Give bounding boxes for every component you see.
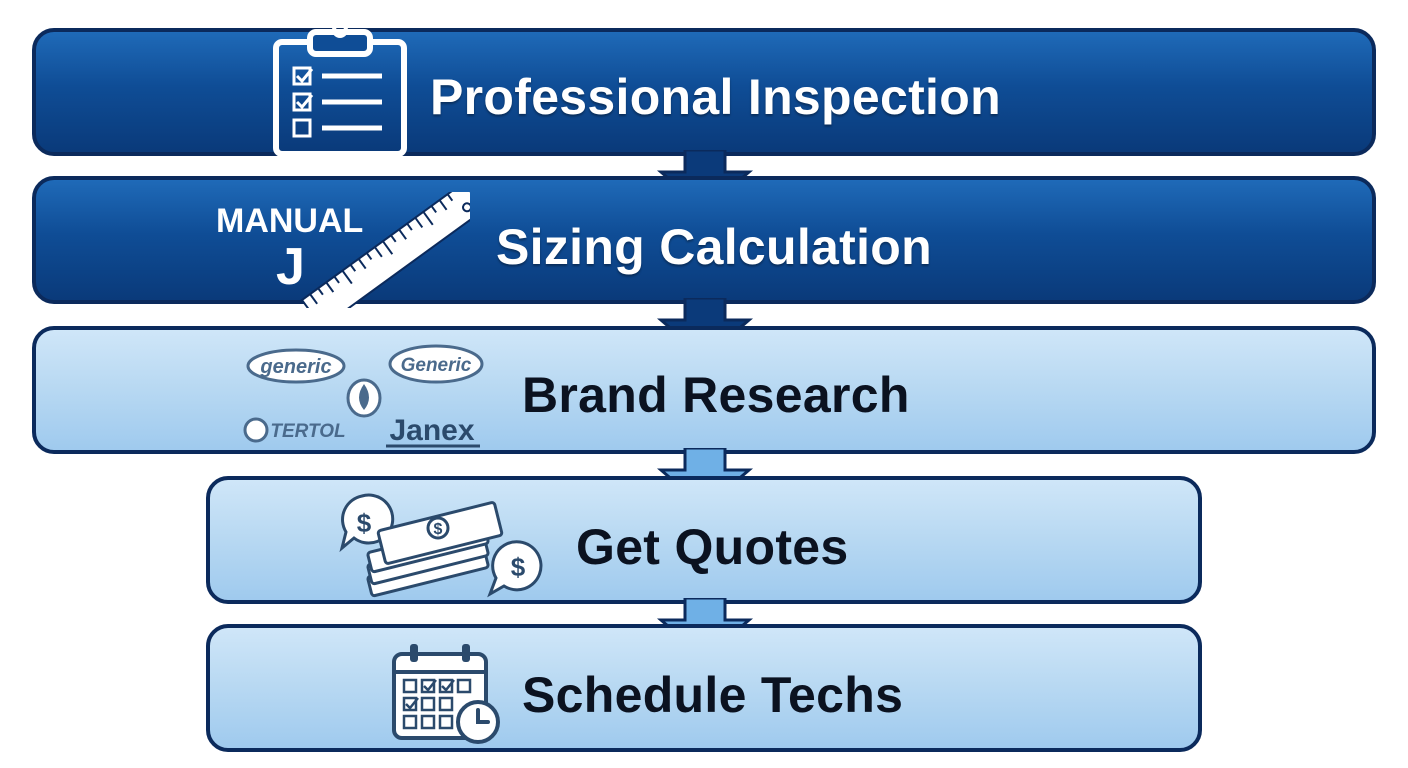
brand-logos-icon: generic Generic TERTOL Janex xyxy=(236,340,496,455)
clipboard-checklist-icon xyxy=(270,22,410,161)
money-quotes-icon: $ $ $ xyxy=(334,488,554,609)
step-professional-inspection: Professional Inspection xyxy=(32,22,1376,157)
step-label: Schedule Techs xyxy=(522,667,904,723)
svg-text:$: $ xyxy=(434,521,443,538)
step-label: Sizing Calculation xyxy=(496,219,932,275)
brand-generic: generic xyxy=(259,356,331,378)
manual-j-ruler-icon: MANUAL J xyxy=(210,181,486,329)
svg-text:$: $ xyxy=(511,552,526,582)
step-get-quotes: $ $ $ Get Quotes xyxy=(206,476,1202,604)
brand-janex: Janex xyxy=(389,414,474,447)
step-label: Get Quotes xyxy=(576,519,849,575)
step-label: Brand Research xyxy=(522,367,910,423)
step-label: Professional Inspection xyxy=(430,69,1001,125)
step-brand-research: generic Generic TERTOL Janex Brand Resea… xyxy=(32,326,1376,454)
j-text: J xyxy=(276,238,305,296)
step-sizing-calculation: MANUAL J xyxy=(32,176,1376,329)
svg-text:$: $ xyxy=(357,508,372,538)
manual-text: MANUAL xyxy=(216,202,363,240)
step-schedule-techs: Schedule Techs xyxy=(206,624,1202,752)
brand-generic-2: Generic xyxy=(401,355,472,376)
brand-tertol: TERTOL xyxy=(270,421,345,442)
calendar-clock-icon xyxy=(386,638,506,755)
